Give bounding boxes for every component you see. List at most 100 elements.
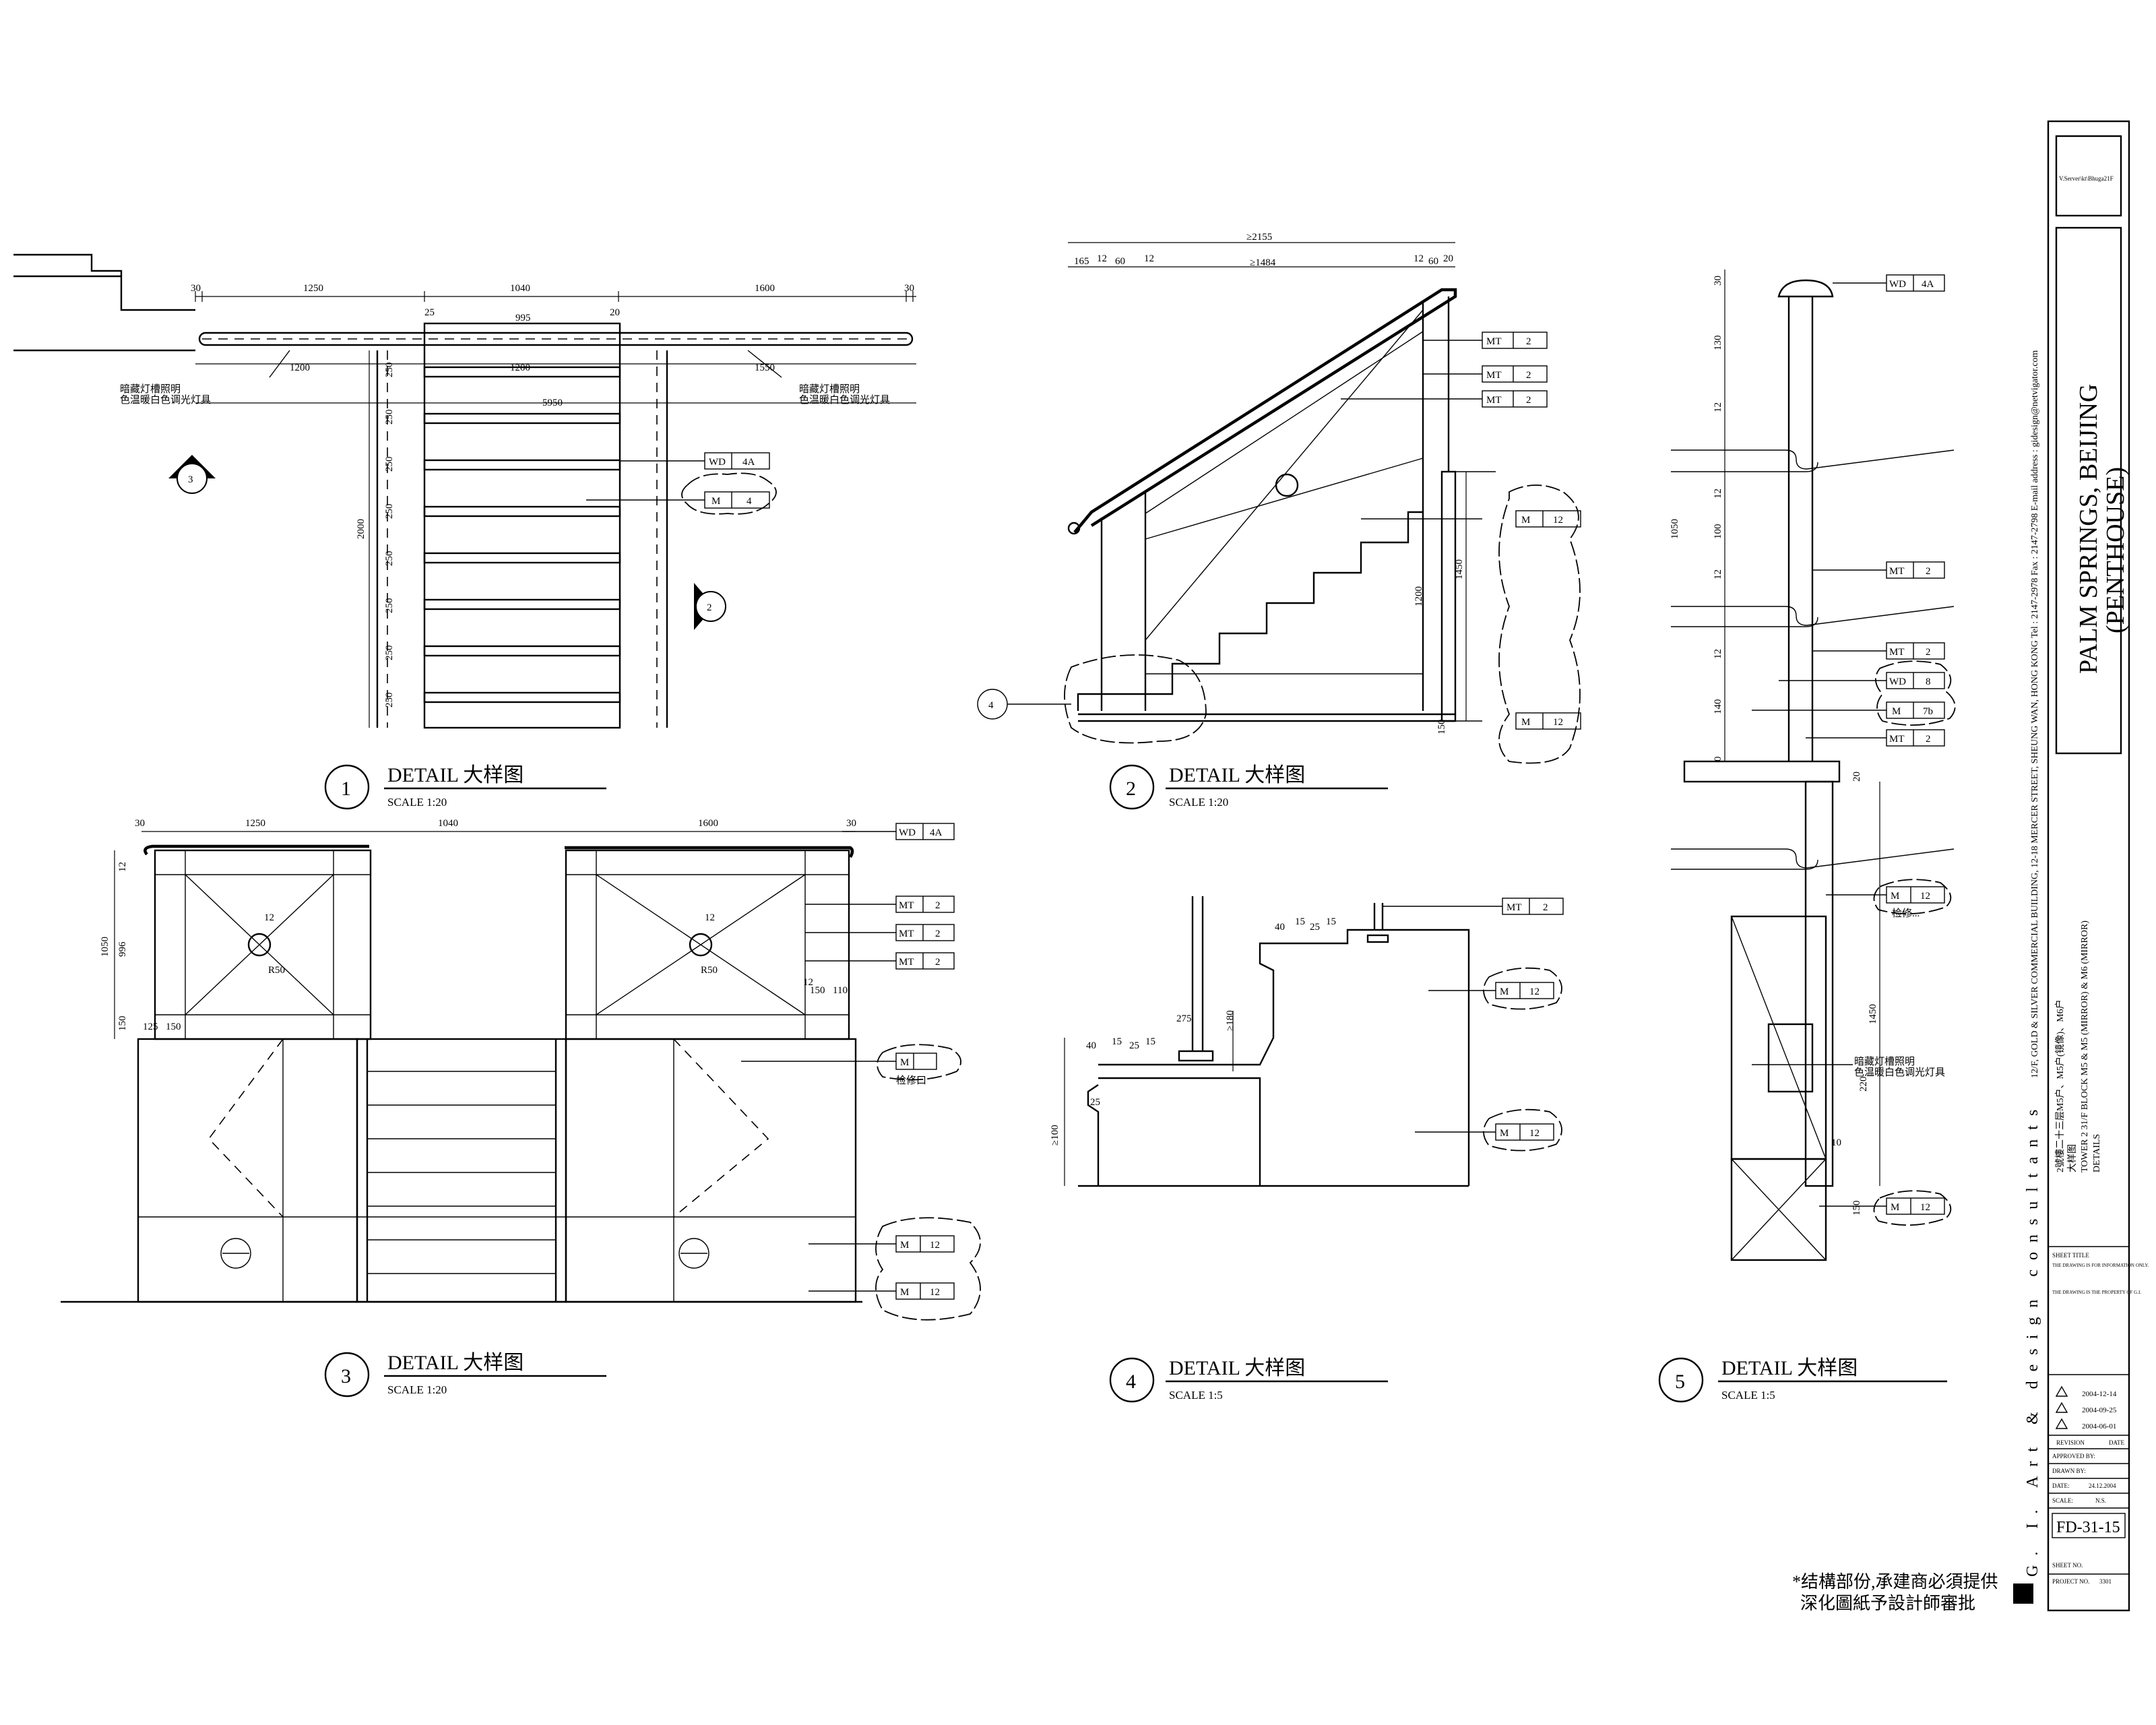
svg-text:WD: WD (1889, 279, 1906, 290)
svg-text:SCALE 1:20: SCALE 1:20 (1169, 796, 1228, 809)
dim-15-n4: 15 (1326, 916, 1336, 927)
dim-12-s2: 12 (1713, 489, 1723, 499)
dim-250-f: 250 (384, 598, 395, 614)
dim-275-n: 275 (1176, 1013, 1192, 1024)
svg-text:2: 2 (1526, 336, 1531, 347)
dim-60-b: 60 (1428, 256, 1438, 267)
svg-text:12: 12 (1920, 891, 1930, 902)
dim-20-b: 20 (1443, 253, 1453, 264)
dim-5950: 5950 (542, 398, 563, 408)
dim-20-s: 20 (1851, 772, 1862, 782)
svg-text:SCALE 1:5: SCALE 1:5 (1721, 1389, 1775, 1402)
dim-25: 25 (424, 307, 435, 318)
svg-text:2: 2 (935, 957, 941, 968)
svg-text:MT: MT (899, 957, 914, 968)
dim-1050-s: 1050 (1670, 519, 1680, 539)
revision-1: 2004-12-14 (2055, 1385, 2117, 1398)
tag-mt-2-e3: MT 2 (895, 952, 955, 970)
svg-text:12: 12 (1920, 1202, 1930, 1213)
dim-20: 20 (610, 307, 620, 318)
project-no-label: PROJECT NO. (2052, 1578, 2089, 1585)
note-lighting-sec-1: 暗藏灯槽照明 (1854, 1056, 1915, 1067)
dim-1040-e: 1040 (438, 818, 458, 829)
svg-text:MT: MT (1507, 902, 1522, 913)
dim-15-n2: 15 (1145, 1036, 1155, 1047)
svg-text:M: M (900, 1287, 909, 1298)
svg-text:12: 12 (1553, 717, 1563, 728)
dim-2000: 2000 (356, 519, 367, 539)
project-no-value: 3301 (2099, 1578, 2112, 1585)
sheet-title-en-2: DETAILS (2092, 1134, 2102, 1172)
svg-text:2004-12-14: 2004-12-14 (2082, 1390, 2117, 1398)
dim-25-n1: 25 (1129, 1040, 1139, 1051)
note-access: 检修口 (896, 1075, 926, 1086)
dim-12-s4: 12 (1713, 649, 1723, 659)
svg-text:5: 5 (1675, 1371, 1685, 1393)
sheet-title-cn-1: 2號樓二十三层M5户、M5户(镜像)、M6户 (2054, 999, 2066, 1172)
dim-165: 165 (1074, 256, 1089, 267)
svg-text:4: 4 (747, 496, 752, 507)
revision-3: 2004-06-01 (2055, 1418, 2116, 1431)
section-marker-3: 3 (168, 455, 216, 494)
approved-by: APPROVED BY: (2052, 1453, 2095, 1460)
svg-text:2: 2 (935, 929, 941, 939)
dim-1250: 1250 (303, 283, 323, 294)
svg-text:SCALE 1:20: SCALE 1:20 (387, 796, 447, 809)
dim-1484: ≥1484 (1250, 257, 1276, 268)
dim-1200-stair: 1200 (1414, 586, 1424, 606)
detail-4-step-nosing: ≥100 ≥180 275 40 15 25 15 25 40 15 25 15… (1050, 896, 1564, 1403)
dim-1200: 1200 (290, 363, 310, 373)
dim-995: 995 (515, 313, 531, 323)
dim-150-s: 150 (1851, 1201, 1862, 1216)
svg-text:4A: 4A (1922, 279, 1934, 290)
detail-2-title: 2 DETAIL 大样图 SCALE 1:20 (1109, 764, 1388, 810)
dim-12-e2: 12 (705, 912, 715, 923)
svg-text:12: 12 (930, 1240, 940, 1251)
detail-3-title: 3 DETAIL 大样图 SCALE 1:20 (324, 1352, 606, 1398)
svg-text:MT: MT (899, 900, 914, 911)
tag-m-4-plan: M 4 (704, 491, 770, 509)
revision-2: 2004-09-25 (2055, 1402, 2117, 1414)
dim-220-s: 220 (1858, 1077, 1869, 1092)
dim-12-e4: 12 (117, 862, 128, 872)
dim-1040: 1040 (510, 283, 530, 294)
dim-250-d: 250 (384, 504, 395, 520)
date-label: DATE (2109, 1439, 2124, 1446)
dim-1600: 1600 (755, 283, 775, 294)
title-block: V.Server\kt\Bhuga21F PALM SPRINGS, BEIJI… (2013, 120, 2149, 1612)
dim-250-h: 250 (384, 693, 395, 708)
svg-text:2004-06-01: 2004-06-01 (2082, 1422, 2116, 1431)
svg-text:M: M (900, 1057, 909, 1068)
date-field: DATE: (2052, 1482, 2070, 1489)
dim-1200b: 1200 (510, 363, 530, 373)
dim-250-c: 250 (384, 457, 395, 472)
sheet-title-cn-2: 大样图 (2067, 1144, 2078, 1172)
note-structure-2: 深化圖紙予設計師審批 (1800, 1594, 1975, 1613)
dim-12-s3: 12 (1713, 569, 1723, 579)
svg-text:DETAIL 大样图: DETAIL 大样图 (1169, 764, 1305, 786)
dim-15-n1: 15 (1112, 1036, 1122, 1047)
dim-12-a: 12 (1097, 253, 1107, 264)
date-value: 24.12.2004 (2089, 1482, 2116, 1489)
detail-5-title: 5 DETAIL 大样图 SCALE 1:5 (1658, 1357, 1947, 1403)
svg-text:WD: WD (899, 827, 916, 838)
section-marker-2: 2 (694, 583, 726, 630)
dim-12-c: 12 (1414, 253, 1424, 264)
project-title-1: PALM SPRINGS, BEIJING (2074, 384, 2103, 674)
dim-1550: 1550 (755, 363, 775, 373)
dim-30-s: 30 (1713, 276, 1723, 286)
dim-1450: 1450 (1454, 559, 1465, 579)
dim-125-e: 125 (143, 1022, 158, 1032)
project-title-2: (PENTHOUSE) (2101, 467, 2130, 633)
dim-180-n: ≥180 (1225, 1010, 1236, 1031)
